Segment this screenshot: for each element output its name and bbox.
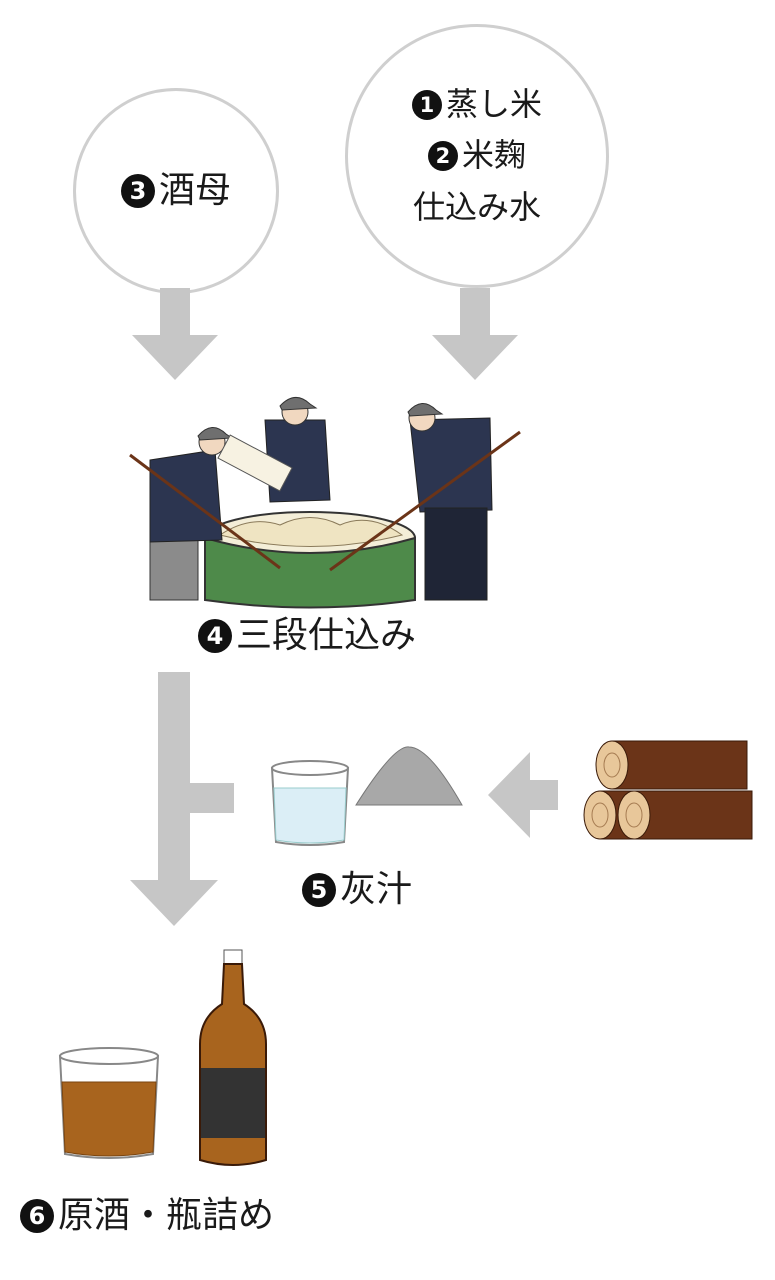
vat-body xyxy=(204,536,416,609)
step5-text: 灰汁 xyxy=(340,869,413,910)
step2-label: 2 米麹 xyxy=(427,134,526,177)
arrow-down-to-step6-shape xyxy=(130,672,218,926)
middle-worker-cap xyxy=(279,397,318,411)
step3-number-badge: 3 xyxy=(120,174,155,208)
right-worker-cap xyxy=(407,403,444,417)
step3-text: 酒母 xyxy=(158,169,231,211)
arrow-left-from-logs-shape xyxy=(488,752,558,838)
step2-number-badge: 2 xyxy=(427,141,458,171)
step3-label: 3 酒母 xyxy=(120,167,231,216)
step5-number-badge: 5 xyxy=(302,873,336,908)
step1-text: 蒸し米 xyxy=(445,85,542,124)
left-worker-legs xyxy=(149,537,199,601)
rice-mass xyxy=(218,517,404,547)
step2-text: 米麹 xyxy=(461,136,526,175)
ash-pile-icon xyxy=(355,746,463,806)
step4-number-badge: 4 xyxy=(198,619,232,654)
water-glass-icon xyxy=(270,760,350,846)
firewood-logs-icon xyxy=(583,740,753,840)
step5-label: 5 灰汁 xyxy=(302,866,412,915)
step4-text: 三段仕込み xyxy=(236,615,417,656)
ash-junction-bar xyxy=(190,783,234,813)
step6-label: 6 原酒・瓶詰め xyxy=(20,1192,274,1241)
water-text: 仕込み水 xyxy=(412,187,541,226)
arrow-down-ingredients-shape xyxy=(432,288,518,380)
step6-text: 原酒・瓶詰め xyxy=(58,1195,275,1236)
step4-label: 4 三段仕込み xyxy=(198,612,416,661)
step1-label: 1 蒸し米 xyxy=(411,83,542,126)
ingredients-circle: 1 蒸し米 2 米麹 仕込み水 xyxy=(345,24,609,288)
arrow-down-shubo-shape xyxy=(132,288,218,380)
left-worker-cap xyxy=(197,427,234,441)
sake-bottle-icon xyxy=(199,949,267,1166)
right-worker-apron xyxy=(424,507,488,601)
middle-worker-tray xyxy=(217,434,293,492)
water-label: 仕込み水 xyxy=(413,186,541,229)
right-worker-paddle xyxy=(329,430,521,572)
sake-glass-icon xyxy=(58,1047,160,1159)
step1-number-badge: 1 xyxy=(411,89,442,120)
left-worker-paddle xyxy=(129,453,281,570)
shubo-circle: 3 酒母 xyxy=(73,88,279,294)
step6-number-badge: 6 xyxy=(20,1199,54,1234)
right-worker-shirt xyxy=(409,417,493,513)
workers-mixing-vat-illustration xyxy=(129,397,521,609)
